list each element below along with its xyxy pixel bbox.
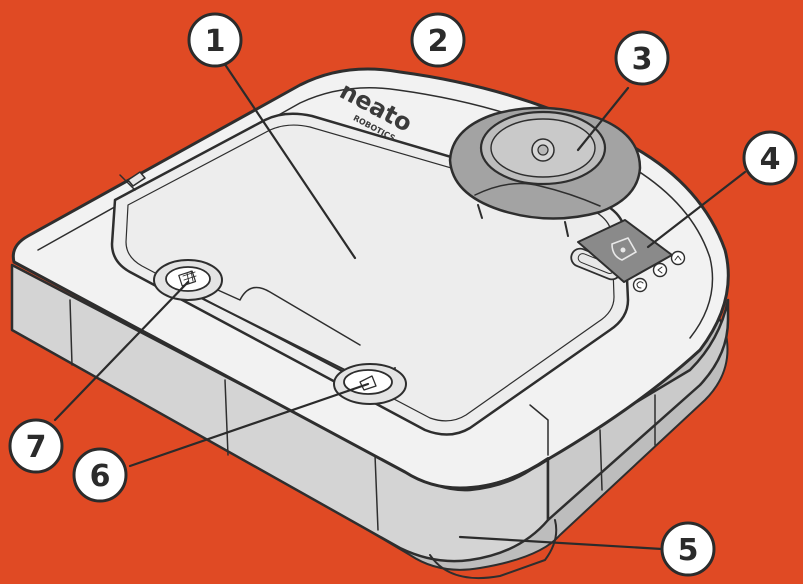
callout-3-circle [614,30,670,86]
filter-button[interactable] [153,259,223,301]
callout-7: 7 [8,418,64,474]
top-front-edge [13,261,549,490]
callout-2-circle [410,12,466,68]
callout-2-number: 2 [428,24,449,59]
callout-3: 3 [614,30,670,86]
callout-5-number: 5 [678,533,699,568]
chevron-up-icon [674,255,682,261]
callout-5: 5 [660,521,716,577]
back-button[interactable] [632,277,648,293]
callout-4-circle [742,130,798,186]
front-seam-right [529,404,549,456]
chevron-left-icon [657,266,663,274]
robot-vacuum: neato ROBOTICS [10,67,730,580]
callout-4-number: 4 [760,142,781,177]
leader-5 [458,535,664,551]
lcd-logo-dot [620,247,626,253]
callout-7-circle [8,418,64,474]
leader-7 [53,280,190,422]
lid-handle-groove [199,281,361,346]
turret-legs [477,204,569,237]
bumper-seams [69,299,656,531]
navigation-buttons [632,250,686,293]
leader-4 [646,170,747,249]
side-tab [127,171,146,187]
callout-6-circle [72,447,128,503]
callouts: 1 2 3 4 5 6 7 [8,12,798,577]
callout-1-number: 1 [205,24,226,59]
front-seam [119,174,136,191]
laser-turret [448,106,642,237]
bottom-lip [429,519,558,580]
callout-2: 2 [410,12,466,68]
up-button[interactable] [670,250,686,266]
callout-7-number: 7 [26,430,47,465]
back-arrow-icon [636,281,644,289]
side-right [546,298,730,522]
callout-5-circle [660,521,716,577]
filter-grid-lines [182,270,197,284]
leader-3 [576,86,630,152]
callout-3-number: 3 [632,42,653,77]
callout-6: 6 [72,447,128,503]
lid-release-icon [359,375,377,391]
callout-6-number: 6 [90,459,111,494]
down-button[interactable] [652,262,668,278]
leader-1 [220,58,357,260]
turret-skirt-fold [474,182,601,207]
callout-1: 1 [187,12,243,68]
callout-1-circle [187,12,243,68]
turret-center-inner [537,144,549,156]
lid-inner-edge [125,124,615,422]
leader-lines [53,58,747,551]
lcd-logo-icon [611,237,637,261]
leader-6 [128,382,370,468]
lid-release-button[interactable] [333,363,407,405]
callout-4: 4 [742,130,798,186]
